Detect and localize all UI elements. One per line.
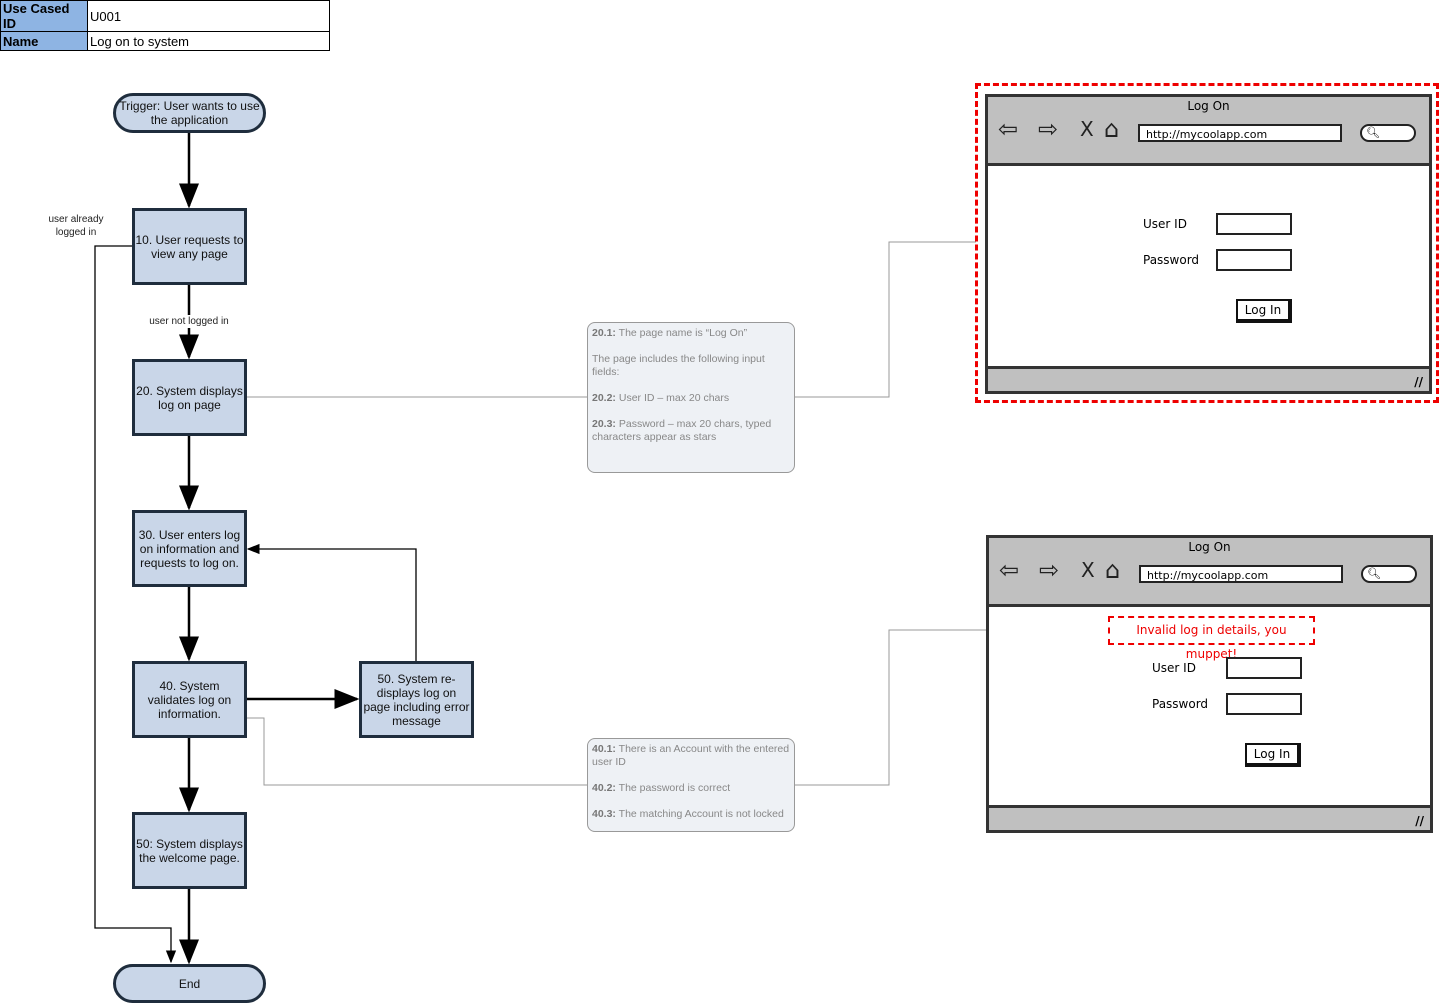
- status-bar: //: [988, 366, 1429, 391]
- id-label: Use Cased ID: [0, 0, 88, 32]
- arrow-logged-in-loop: [94, 245, 177, 964]
- note-line: 40.2: The password is correct: [592, 782, 731, 794]
- url-field[interactable]: http://mycoolapp.com: [1138, 124, 1342, 142]
- home-icon: ⌂: [1104, 115, 1120, 143]
- note-line: 20.1: The page name is “Log On”: [592, 327, 748, 339]
- close-icon: X: [1080, 117, 1094, 141]
- forward-icon: ⇨: [1039, 556, 1060, 584]
- trigger-node: Trigger: User wants to use the applicati…: [113, 93, 266, 133]
- wireframe-logon: Log On ⇦ ⇨ X ⌂ http://mycoolapp.com 🔍︎ U…: [985, 94, 1432, 394]
- back-icon: ⇦: [998, 115, 1019, 143]
- label-logged-in: user already logged in: [44, 213, 108, 239]
- browser-toolbar: Log On ⇦ ⇨ X ⌂ http://mycoolapp.com 🔍︎: [988, 97, 1429, 166]
- note-line: 20.2: User ID – max 20 chars: [592, 392, 730, 404]
- user-id-input[interactable]: [1226, 657, 1302, 679]
- error-message: Invalid log in details, you muppet!: [1108, 616, 1315, 661]
- name-label: Name: [0, 31, 88, 51]
- step-20: 20. System displays log on page: [132, 359, 247, 436]
- step-50-error: 50. System re-displays log on page inclu…: [359, 661, 474, 738]
- user-id-label: User ID: [1152, 661, 1196, 675]
- label-not-logged-in: user not logged in: [140, 315, 238, 328]
- status-bar: //: [989, 805, 1430, 830]
- highlight-frame: [975, 83, 1439, 403]
- forward-icon: ⇨: [1038, 115, 1059, 143]
- arrow-50r-30: [246, 543, 417, 661]
- close-icon: X: [1081, 558, 1095, 582]
- password-label: Password: [1152, 697, 1209, 711]
- user-id-input[interactable]: [1216, 213, 1292, 235]
- search-icon[interactable]: 🔍︎: [1361, 565, 1417, 583]
- step-40: 40. System validates log on information.: [132, 661, 247, 738]
- wireframe-logon-error: Log On ⇦ ⇨ X ⌂ http://mycoolapp.com 🔍︎ I…: [986, 535, 1433, 833]
- id-value: U001: [87, 0, 330, 32]
- password-input[interactable]: [1216, 249, 1292, 271]
- login-button[interactable]: Log In: [1245, 743, 1301, 767]
- note-line: 20.3: Password – max 20 chars, typed cha…: [592, 418, 772, 443]
- window-title: Log On: [1188, 540, 1231, 554]
- password-input[interactable]: [1226, 693, 1302, 715]
- back-icon: ⇦: [999, 556, 1020, 584]
- step-10: 10. User requests to view any page: [132, 208, 247, 285]
- name-value: Log on to system: [87, 31, 330, 51]
- note-line: The page includes the following input fi…: [592, 353, 765, 378]
- note-line: 40.3: The matching Account is not locked: [592, 808, 784, 820]
- step-50-welcome: 50: System displays the welcome page.: [132, 812, 247, 889]
- step-30: 30. User enters log on information and r…: [132, 510, 247, 587]
- resize-grip-icon: //: [1414, 375, 1423, 389]
- user-id-label: User ID: [1143, 217, 1187, 231]
- login-button[interactable]: Log In: [1236, 299, 1292, 323]
- resize-grip-icon: //: [1415, 814, 1424, 828]
- search-icon[interactable]: 🔍︎: [1360, 124, 1416, 142]
- password-label: Password: [1143, 253, 1200, 267]
- note-40: 40.1: There is an Account with the enter…: [587, 738, 795, 832]
- note-line: 40.1: There is an Account with the enter…: [592, 743, 790, 768]
- note-20: 20.1: The page name is “Log On” The page…: [587, 322, 795, 473]
- end-node: End: [113, 964, 266, 1003]
- browser-toolbar: Log On ⇦ ⇨ X ⌂ http://mycoolapp.com 🔍︎: [989, 538, 1430, 607]
- window-title: Log On: [1187, 99, 1230, 113]
- url-field[interactable]: http://mycoolapp.com: [1139, 565, 1343, 583]
- home-icon: ⌂: [1105, 556, 1121, 584]
